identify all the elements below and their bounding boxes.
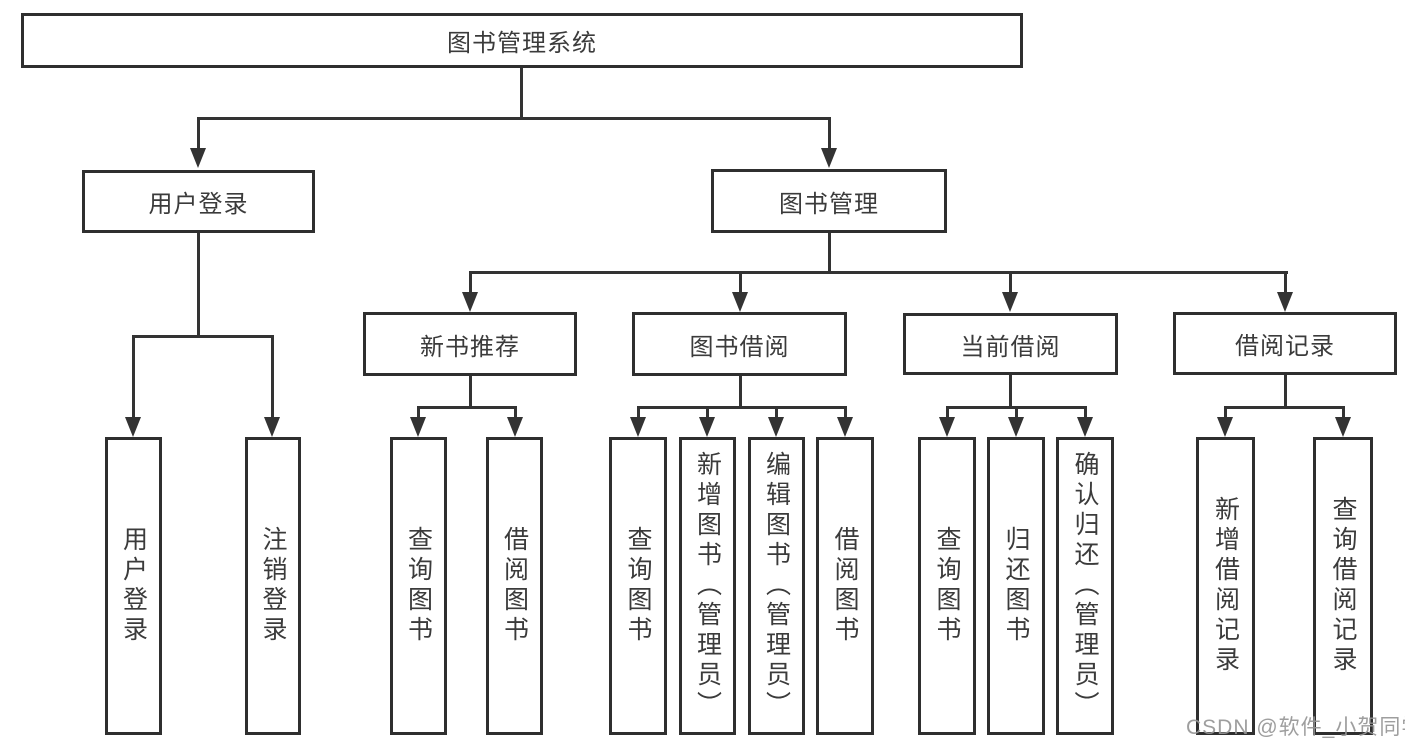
connector-bracket [1224, 406, 1345, 409]
connector-drop [1224, 406, 1227, 421]
arrow-down-icon [732, 292, 748, 312]
leaf-edit-books-admin: 编辑图书（管理员） [748, 437, 805, 735]
connector-drop [637, 406, 640, 421]
leaf-logout: 注销登录 [245, 437, 301, 735]
arrow-down-icon [190, 148, 206, 168]
leaf-add-borrow-record: 新增借阅记录 [1196, 437, 1255, 735]
arrow-down-icon [264, 417, 280, 437]
connector-drop [1009, 271, 1012, 296]
node-library-management-system: 图书管理系统 [21, 13, 1023, 68]
connector-drop [844, 406, 847, 421]
connector-drop [739, 271, 742, 296]
arrow-down-icon [768, 417, 784, 437]
connector-drop [132, 335, 135, 421]
arrow-down-icon [1008, 417, 1024, 437]
connector-drop [946, 406, 949, 421]
node-current-borrow: 当前借阅 [903, 313, 1118, 375]
connector-drop [197, 117, 200, 153]
connector-drop [271, 335, 274, 421]
arrow-down-icon [125, 417, 141, 437]
arrow-down-icon [630, 417, 646, 437]
node-book-borrow: 图书借阅 [632, 312, 847, 376]
leaf-query-books-recommend: 查询图书 [390, 437, 447, 735]
connector-stem [469, 373, 472, 409]
leaf-query-borrow-record: 查询借阅记录 [1313, 437, 1373, 735]
node-user-login: 用户登录 [82, 170, 315, 233]
connector-drop [775, 406, 778, 421]
arrow-down-icon [821, 148, 837, 168]
leaf-query-books-current: 查询图书 [918, 437, 976, 735]
connector-level2-bracket [197, 117, 831, 120]
connector-stem [828, 231, 831, 271]
node-borrow-record: 借阅记录 [1173, 312, 1397, 375]
arrow-down-icon [1002, 292, 1018, 312]
connector-drop [514, 406, 517, 421]
connector-stem [1009, 373, 1012, 409]
arrow-down-icon [1277, 292, 1293, 312]
csdn-watermark: CSDN @软件_小贺同学 [1186, 716, 1405, 739]
node-book-management: 图书管理 [711, 169, 947, 233]
connector-drop [706, 406, 709, 421]
connector-drop [417, 406, 420, 421]
leaf-borrow-books: 借阅图书 [816, 437, 874, 735]
arrow-down-icon [837, 417, 853, 437]
leaf-query-books-borrow: 查询图书 [609, 437, 667, 735]
connector-drop [1084, 406, 1087, 421]
leaf-borrow-books-recommend: 借阅图书 [486, 437, 543, 735]
connector-drop [469, 271, 472, 296]
connector-level3-bracket [469, 271, 1288, 274]
connector-stem [197, 231, 200, 338]
leaf-add-books-admin: 新增图书（管理员） [679, 437, 736, 735]
connector-root-stem [520, 66, 523, 117]
connector-drop [1015, 406, 1018, 421]
arrow-down-icon [939, 417, 955, 437]
connector-bracket [417, 406, 517, 409]
connector-bracket [637, 406, 847, 409]
connector-drop [1284, 271, 1287, 296]
arrow-down-icon [410, 417, 426, 437]
leaf-user-login: 用户登录 [105, 437, 162, 735]
leaf-return-books: 归还图书 [987, 437, 1045, 735]
arrow-down-icon [507, 417, 523, 437]
connector-drop [1342, 406, 1345, 421]
connector-stem [739, 373, 742, 409]
leaf-confirm-return-admin: 确认归还（管理员） [1056, 437, 1114, 735]
arrow-down-icon [1217, 417, 1233, 437]
arrow-down-icon [462, 292, 478, 312]
node-new-book-recommend: 新书推荐 [363, 312, 577, 376]
arrow-down-icon [1335, 417, 1351, 437]
arrow-down-icon [1077, 417, 1093, 437]
connector-stem [1284, 373, 1287, 409]
arrow-down-icon [699, 417, 715, 437]
connector-drop [828, 117, 831, 153]
connector-bracket [132, 335, 274, 338]
